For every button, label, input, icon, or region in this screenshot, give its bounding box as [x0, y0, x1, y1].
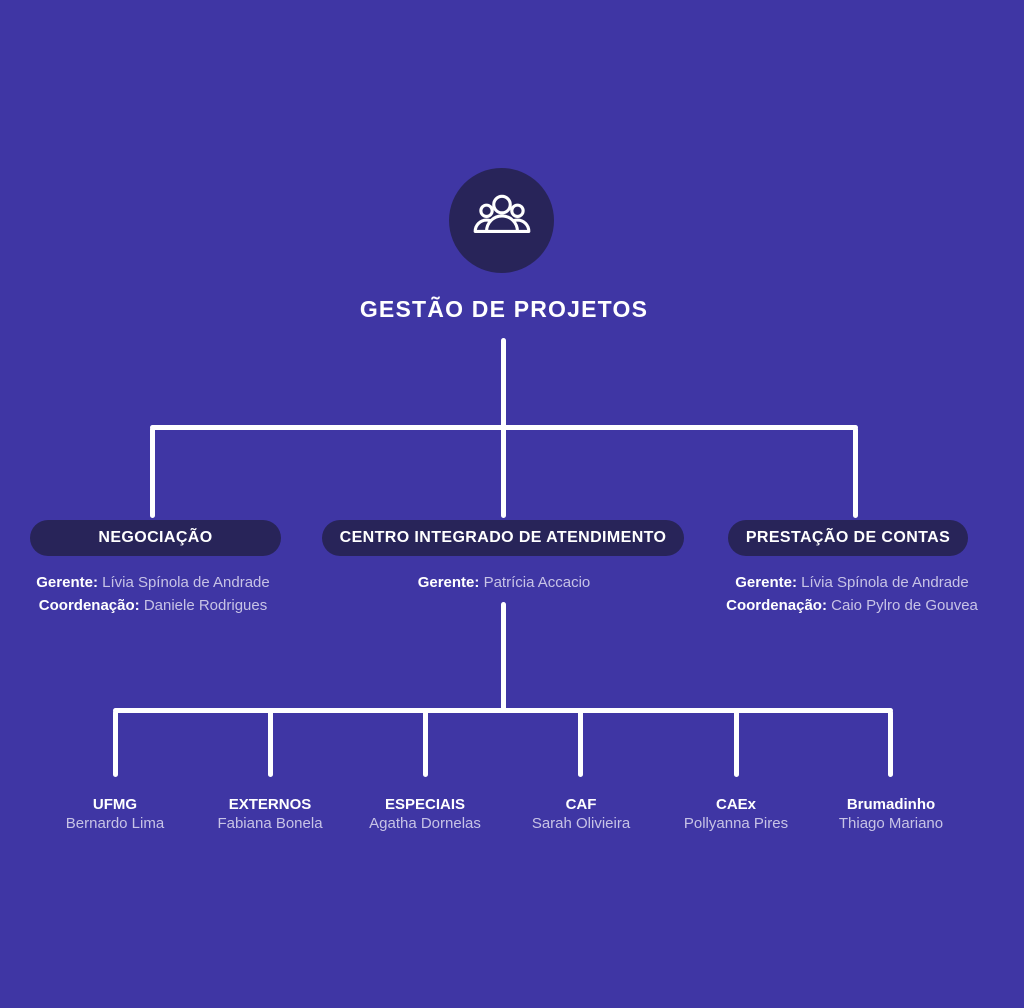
role-title: Coordenação:	[726, 597, 827, 614]
role-person: Patrícia Accacio	[483, 574, 591, 591]
role-row: Gerente: Patrícia Accacio	[354, 571, 654, 594]
role-title: Gerente:	[417, 574, 480, 591]
role-title: Gerente:	[735, 574, 797, 591]
branch-prestacao-de-contas: PRESTAÇÃO DE CONTAS	[728, 520, 968, 556]
role-person: Lívia Spínola de Andrade	[801, 574, 969, 591]
branch-negociacao-roles: Gerente: Lívia Spínola de Andrade Coorde…	[3, 571, 303, 617]
connector-level2-drop-3	[423, 710, 428, 777]
role-person: Daniele Rodrigues	[143, 597, 268, 614]
sub-branch-label: ESPECIAIS	[384, 796, 466, 813]
sub-branch-person: Fabiana Bonela	[217, 815, 323, 832]
sub-branch-person: Agatha Dornelas	[369, 815, 481, 832]
connector-level1-drop-center	[501, 427, 506, 518]
sub-branch-person: Thiago Mariano	[838, 815, 944, 832]
sub-branch-label: CAEx	[715, 796, 756, 813]
connector-level2-drop-4	[578, 710, 583, 777]
sub-branch-label: EXTERNOS	[228, 796, 312, 813]
sub-branch-externos: EXTERNOS Fabiana Bonela	[185, 795, 355, 833]
connector-level2-drop-5	[734, 710, 739, 777]
sub-branch-label: CAF	[565, 796, 597, 813]
role-row: Coordenação: Daniele Rodrigues	[3, 594, 303, 617]
page-title: GESTÃO DE PROJETOS	[359, 296, 649, 322]
sub-branch-caex: CAEx Pollyanna Pires	[651, 795, 821, 833]
role-title: Gerente:	[36, 574, 98, 591]
sub-branch-brumadinho: Brumadinho Thiago Mariano	[806, 795, 976, 833]
branch-centro-roles: Gerente: Patrícia Accacio	[354, 571, 654, 594]
role-person: Lívia Spínola de Andrade	[102, 574, 270, 591]
connector-level2-drop-2	[268, 710, 273, 777]
role-row: Gerente: Lívia Spínola de Andrade	[3, 571, 303, 594]
sub-branch-person: Sarah Olivieira	[531, 815, 631, 832]
team-icon	[469, 185, 535, 256]
branch-label: NEGOCIAÇÃO	[98, 529, 213, 546]
sub-branch-person: Bernardo Lima	[65, 815, 165, 832]
connector-level2-drop-6	[888, 710, 893, 777]
connector-level1-drop-right	[853, 427, 858, 518]
branch-label: PRESTAÇÃO DE CONTAS	[745, 529, 951, 546]
connector-root-stem	[501, 338, 506, 430]
connector-level2-bar	[113, 708, 893, 713]
sub-branch-person: Pollyanna Pires	[683, 815, 789, 832]
sub-branch-label: Brumadinho	[846, 796, 936, 813]
role-row: Gerente: Lívia Spínola de Andrade	[701, 571, 1003, 594]
connector-level1-drop-left	[150, 427, 155, 518]
branch-negociacao: NEGOCIAÇÃO	[30, 520, 281, 556]
sub-branch-label: UFMG	[92, 796, 138, 813]
sub-branch-especiais: ESPECIAIS Agatha Dornelas	[340, 795, 510, 833]
branch-label: CENTRO INTEGRADO DE ATENDIMENTO	[339, 529, 667, 546]
connector-level2-drop-1	[113, 710, 118, 777]
sub-branch-caf: CAF Sarah Olivieira	[496, 795, 666, 833]
root-node-circle	[449, 168, 554, 273]
role-person: Caio Pylro de Gouvea	[831, 597, 978, 614]
role-title: Coordenação:	[38, 597, 140, 614]
branch-centro-integrado-de-atendimento: CENTRO INTEGRADO DE ATENDIMENTO	[322, 520, 684, 556]
branch-prestacao-roles: Gerente: Lívia Spínola de Andrade Coorde…	[701, 571, 1003, 617]
connector-level2-stem	[501, 602, 506, 712]
role-row: Coordenação: Caio Pylro de Gouvea	[701, 594, 1003, 617]
sub-branch-ufmg: UFMG Bernardo Lima	[30, 795, 200, 833]
